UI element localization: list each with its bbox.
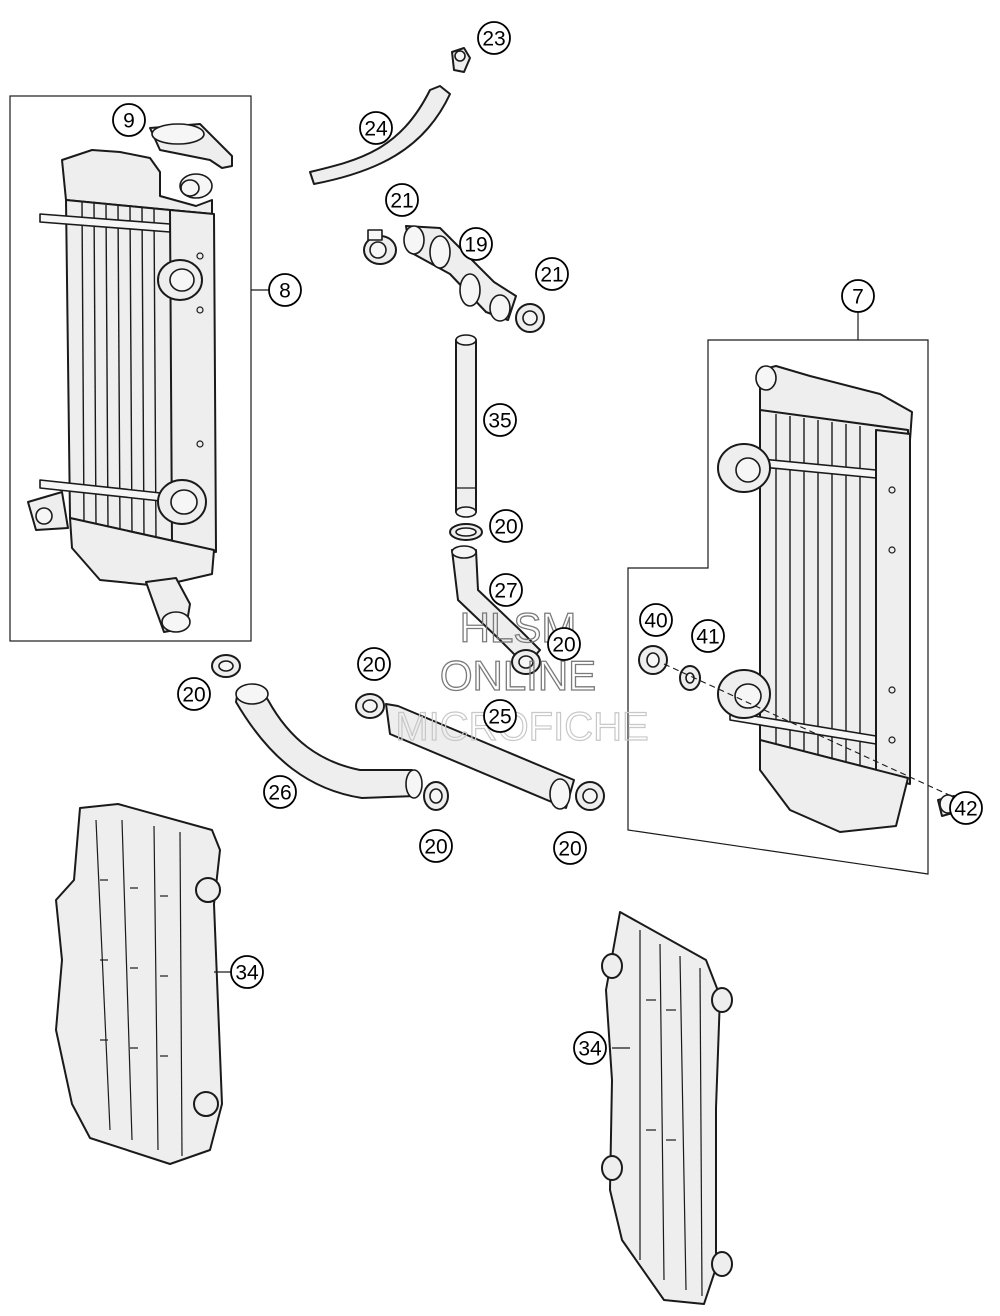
left-radiator-frame bbox=[9, 95, 252, 642]
hose-clamp-20-elbow[interactable] bbox=[511, 649, 541, 675]
coolant-pipe[interactable] bbox=[455, 334, 477, 518]
right-radiator-group bbox=[627, 339, 929, 875]
callout-20-pipe[interactable]: 20 bbox=[489, 509, 523, 543]
callout-9[interactable]: 9 bbox=[112, 103, 146, 137]
right-radiator-frame bbox=[627, 339, 929, 875]
hose-clamp-20-mid-top[interactable] bbox=[355, 693, 385, 719]
svg-text:23: 23 bbox=[482, 28, 505, 51]
svg-text:42: 42 bbox=[954, 798, 977, 821]
callout-41[interactable]: 41 bbox=[691, 619, 725, 653]
watermark-line-3: MICROFICHE bbox=[395, 705, 648, 749]
leader-lines bbox=[214, 289, 859, 1049]
callout-26[interactable]: 26 bbox=[263, 775, 297, 809]
hose-clamp-20-right-bottom[interactable] bbox=[575, 781, 605, 811]
callout-23[interactable]: 23 bbox=[477, 21, 511, 55]
hose-clip-23[interactable] bbox=[451, 47, 471, 73]
radiator-guard-right[interactable] bbox=[601, 911, 733, 1305]
callout-21-left[interactable]: 21 bbox=[385, 183, 419, 217]
svg-text:21: 21 bbox=[390, 190, 413, 213]
hose-clamp-20-left-top[interactable] bbox=[211, 654, 241, 678]
hose-clamp-20-pipe[interactable] bbox=[449, 523, 483, 541]
radiator-cap[interactable] bbox=[149, 123, 233, 169]
svg-text:20: 20 bbox=[424, 836, 447, 859]
guard-right-slots bbox=[646, 999, 676, 1141]
svg-text:20: 20 bbox=[552, 634, 575, 657]
svg-text:34: 34 bbox=[578, 1038, 602, 1061]
svg-text:20: 20 bbox=[494, 516, 517, 539]
callout-34-left[interactable]: 34 bbox=[230, 955, 264, 989]
vent-hose[interactable] bbox=[309, 85, 451, 185]
hose-clamp-20-left-bottom[interactable] bbox=[423, 781, 449, 811]
svg-text:40: 40 bbox=[644, 610, 667, 633]
svg-text:7: 7 bbox=[852, 286, 864, 309]
hose-clamp-21-left[interactable] bbox=[363, 229, 397, 265]
left-radiator-fins bbox=[81, 201, 157, 541]
callout-35[interactable]: 35 bbox=[483, 403, 517, 437]
svg-text:9: 9 bbox=[123, 110, 135, 133]
callout-25[interactable]: 25 bbox=[483, 699, 517, 733]
callout-20-elbow[interactable]: 20 bbox=[547, 627, 581, 661]
callout-40[interactable]: 40 bbox=[639, 603, 673, 637]
svg-text:21: 21 bbox=[540, 264, 563, 287]
callout-20-left-top[interactable]: 20 bbox=[177, 677, 211, 711]
svg-text:24: 24 bbox=[364, 118, 388, 141]
right-radiator-bottom-tank bbox=[759, 739, 909, 833]
svg-text:34: 34 bbox=[235, 962, 259, 985]
callout-21-right[interactable]: 21 bbox=[535, 257, 569, 291]
washer[interactable] bbox=[679, 665, 701, 691]
svg-text:20: 20 bbox=[182, 684, 205, 707]
svg-text:20: 20 bbox=[362, 654, 385, 677]
radiator-guard-left[interactable] bbox=[55, 803, 223, 1165]
svg-text:26: 26 bbox=[268, 782, 291, 805]
callout-20-left-bottom[interactable]: 20 bbox=[419, 829, 453, 863]
right-radiator-fins bbox=[775, 414, 861, 765]
callout-34-right[interactable]: 34 bbox=[573, 1031, 607, 1065]
guard-left-slots bbox=[100, 879, 168, 1057]
callout-19[interactable]: 19 bbox=[459, 227, 493, 261]
svg-text:41: 41 bbox=[696, 626, 719, 649]
callouts: 9 8 7 23 24 21 19 21 35 20 27 20 20 20 2… bbox=[112, 21, 983, 1065]
svg-text:27: 27 bbox=[494, 580, 517, 603]
grommet[interactable] bbox=[638, 645, 668, 675]
left-radiator-group bbox=[9, 95, 252, 642]
svg-text:20: 20 bbox=[558, 838, 581, 861]
callout-24[interactable]: 24 bbox=[359, 111, 393, 145]
svg-text:8: 8 bbox=[279, 280, 291, 303]
callout-42[interactable]: 42 bbox=[949, 791, 983, 825]
callout-7[interactable]: 7 bbox=[841, 279, 875, 313]
svg-text:19: 19 bbox=[464, 234, 487, 257]
hose-clamp-21-right[interactable] bbox=[515, 303, 545, 333]
elbow-hose[interactable] bbox=[451, 549, 541, 667]
svg-text:35: 35 bbox=[488, 410, 511, 433]
callout-20-mid-top[interactable]: 20 bbox=[357, 647, 391, 681]
callout-20-right-bottom[interactable]: 20 bbox=[553, 831, 587, 865]
t-connector[interactable] bbox=[403, 225, 517, 322]
callout-27[interactable]: 27 bbox=[489, 573, 523, 607]
watermark-line-2: ONLINE bbox=[440, 652, 596, 699]
assembly-axis bbox=[663, 663, 961, 801]
callout-8[interactable]: 8 bbox=[268, 273, 302, 307]
svg-text:25: 25 bbox=[488, 706, 511, 729]
watermark: HLSM ONLINE MICROFICHE bbox=[395, 603, 650, 749]
